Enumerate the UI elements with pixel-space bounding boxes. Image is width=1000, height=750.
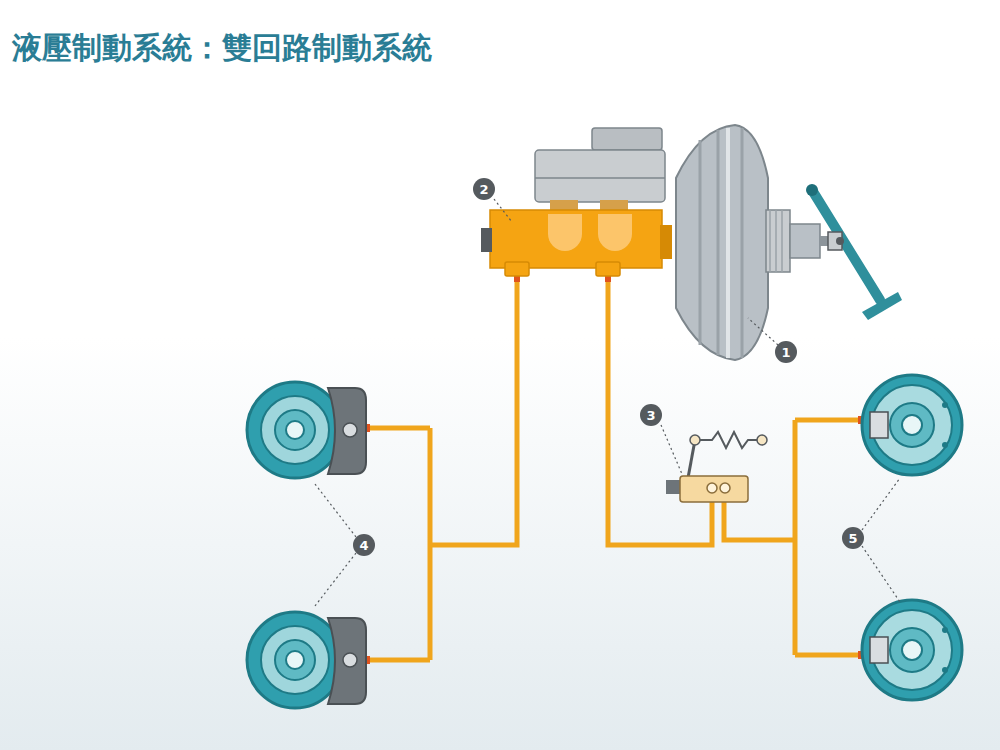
drum-brake	[902, 415, 922, 435]
brake-line	[795, 653, 862, 658]
regulator-valve	[680, 476, 748, 502]
master-cylinder	[596, 262, 620, 276]
brake-pedal	[806, 184, 902, 320]
regulator-valve	[666, 432, 767, 502]
brake-pedal	[836, 237, 844, 245]
brake-pedal	[812, 190, 880, 300]
disc-brake	[275, 410, 315, 450]
brake-line	[368, 658, 430, 663]
master-cylinder	[592, 128, 662, 150]
brake-line	[724, 502, 795, 540]
master-cylinder	[481, 128, 672, 276]
brake-line	[368, 426, 430, 431]
drum-brake	[942, 667, 948, 673]
drum-brake	[902, 640, 922, 660]
master-cylinder	[598, 214, 632, 251]
brake-line	[428, 428, 433, 660]
drum-brake	[870, 637, 888, 663]
disc-brake	[275, 640, 315, 680]
regulator-valve	[707, 483, 717, 493]
brake-line	[430, 275, 517, 545]
drum-brake	[862, 600, 962, 700]
drum-brake	[862, 600, 962, 700]
disc-brake	[247, 612, 366, 708]
leader-line	[862, 546, 900, 602]
drum-brake	[862, 375, 962, 475]
master-cylinder	[535, 150, 665, 202]
brake-pedal	[862, 292, 902, 320]
drum-brake	[942, 442, 948, 448]
master-cylinder	[505, 262, 529, 276]
leader-line	[748, 318, 778, 345]
regulator-valve	[720, 483, 730, 493]
brake-booster	[770, 210, 782, 272]
brake-pedal	[806, 184, 818, 196]
brake-booster	[676, 125, 838, 360]
line-fitting	[362, 272, 866, 664]
regulator-valve	[757, 435, 767, 445]
brake-booster	[790, 224, 820, 258]
master-cylinder	[548, 214, 582, 251]
master-cylinder	[660, 225, 672, 259]
leader-line	[862, 478, 900, 530]
brake-booster	[726, 128, 730, 358]
brake-line	[793, 420, 798, 655]
disc-brake	[343, 423, 357, 437]
regulator-valve	[698, 432, 760, 448]
callout-number: 3	[640, 404, 662, 426]
leader-line	[315, 553, 356, 606]
leader-line	[661, 425, 682, 474]
brake-booster	[700, 128, 742, 358]
leader-line	[494, 199, 512, 222]
leader-line	[315, 199, 900, 606]
brake-line	[368, 275, 862, 660]
disc-brake	[328, 618, 366, 704]
brake-line	[795, 418, 862, 423]
disc-brake	[247, 382, 343, 478]
drum-brake	[890, 403, 934, 447]
regulator-valve	[690, 435, 700, 445]
callout-number: 5	[842, 527, 864, 549]
master-cylinder	[535, 177, 665, 179]
master-cylinder	[481, 228, 492, 252]
disc-brake	[261, 396, 329, 464]
drum-brake	[942, 402, 948, 408]
master-cylinder	[490, 210, 662, 268]
callout-number: 1	[775, 341, 797, 363]
page-title: 液壓制動系統：雙回路制動系統	[12, 28, 432, 69]
drum-brake	[942, 627, 948, 633]
disc-brake	[328, 388, 366, 474]
drum-brake	[862, 375, 962, 475]
callout-number: 2	[473, 178, 495, 200]
disc-brake	[286, 421, 304, 439]
brake-booster	[676, 125, 768, 360]
disc-brake	[247, 612, 343, 708]
regulator-valve	[688, 440, 695, 478]
callout-number: 4	[353, 534, 375, 556]
brake-booster	[766, 210, 790, 272]
disc-brake	[343, 653, 357, 667]
drum-brake	[870, 412, 888, 438]
disc-brake	[286, 651, 304, 669]
drum-brake	[890, 628, 934, 672]
leader-line	[315, 484, 356, 537]
disc-brake	[247, 382, 366, 478]
disc-brake	[261, 626, 329, 694]
